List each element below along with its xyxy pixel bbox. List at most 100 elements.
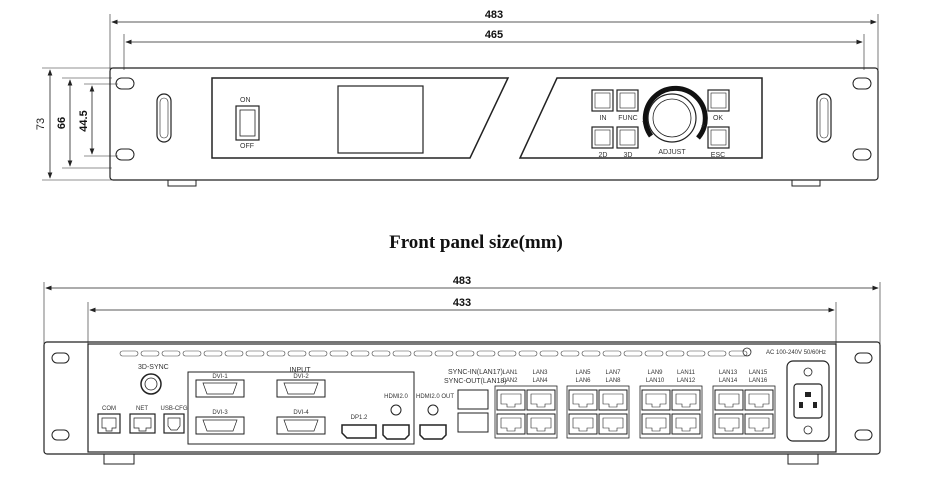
switch-on-label: ON [240,97,251,104]
vent-slot [560,350,580,357]
lan-port[interactable] [671,413,701,435]
dvi-4-port[interactable] [276,416,326,435]
dim-73: 73 [35,118,47,130]
lan-port-socket [572,393,594,408]
rear-foot-right [787,454,819,465]
esc-button[interactable] [707,126,730,149]
rear-chassis [43,341,881,455]
lan-group-frame [566,385,630,439]
sync-in-port[interactable] [457,389,489,410]
lan-port-socket [530,417,552,432]
handle-left [156,93,172,143]
usb-cfg-port[interactable] [163,413,185,434]
vent-slot [665,350,685,357]
3d-sync-connector[interactable] [140,373,162,395]
vent-slot [518,350,538,357]
vent-slot [371,350,391,357]
adjust-knob-arc [642,85,708,140]
3d-sync-label: 3D-SYNC [138,364,169,371]
com-port[interactable] [97,413,121,434]
net-port[interactable] [129,413,156,434]
front-panel-view [42,14,879,187]
handle-right-inner [819,97,829,139]
vent-slot [728,350,748,357]
rear-panel-view [43,282,881,465]
lcd-screen [337,85,424,154]
vent-slot [476,350,496,357]
lan-port[interactable] [526,413,556,435]
front-foot-right [791,180,821,187]
lan-group-frame [712,385,776,439]
lan-port[interactable] [744,413,774,435]
func-button-label: FUNC [618,115,637,122]
ac-power-inlet[interactable] [786,360,830,442]
lan-port[interactable] [496,413,526,435]
lan-port[interactable] [496,389,526,411]
lan-ports [494,385,776,439]
lan-port[interactable] [641,389,671,411]
dp-1-2-port[interactable] [341,424,377,439]
lan-label-bottom: LAN10 [646,378,665,384]
power-switch[interactable] [235,105,260,141]
vent-slots [119,350,748,357]
sync-in-label: SYNC-IN(LAN17) [448,369,503,376]
lan-port[interactable] [714,413,744,435]
lan-label-bottom: LAN2 [502,378,518,384]
dvi-3-port[interactable] [195,416,245,435]
lan-port[interactable] [526,389,556,411]
hdmi-in-audio-jack[interactable] [390,404,402,416]
lan-label-top: LAN5 [575,370,591,376]
in-button[interactable] [591,89,614,112]
rear-ear-hole-bl [51,429,70,441]
vent-slot [455,350,475,357]
switch-off-label: OFF [240,143,254,150]
lan-port[interactable] [598,389,628,411]
dvi-3-label: DVI-3 [212,410,228,416]
vent-slot [119,350,139,357]
vent-slot [350,350,370,357]
rear-inner-panel [87,343,837,453]
3d-button-label: 3D [624,152,633,159]
lan-port[interactable] [641,413,671,435]
sync-out-port[interactable] [457,412,489,433]
rear-ear-hole-tl [51,352,70,364]
dvi-1-port[interactable] [195,379,245,398]
ear-hole-tr [852,77,872,90]
hdmi-out-audio-jack[interactable] [427,404,439,416]
3d-button[interactable] [616,126,639,149]
dvi-2-port[interactable] [276,379,326,398]
lan-label-top: LAN3 [532,370,548,376]
lan-port[interactable] [568,413,598,435]
in-button-label: IN [600,115,607,122]
lan-port-socket [572,417,594,432]
handle-left-inner [159,97,169,139]
lan-group-frame [639,385,703,439]
sync-out-label: SYNC-OUT(LAN18) [444,378,507,385]
dvi-2-label: DVI-2 [293,374,309,380]
lan-port[interactable] [598,413,628,435]
hdmi-2-0-port[interactable] [382,424,410,440]
lan-port[interactable] [744,389,774,411]
lan-port-socket [602,393,624,408]
input-label: INPUT [290,367,312,374]
adjust-knob[interactable] [647,93,697,143]
lan-port[interactable] [568,389,598,411]
lan-port[interactable] [714,389,744,411]
lan-port[interactable] [671,389,701,411]
hdmi-2-0-out-port[interactable] [419,424,447,440]
rear-ear-hole-br [854,429,873,441]
2d-button[interactable] [591,126,614,149]
ok-button[interactable] [707,89,730,112]
lan-port-socket [718,417,740,432]
func-button[interactable] [616,89,639,112]
front-panel-right-bezel [518,77,763,159]
adjust-minus-label: - [642,119,645,126]
adjust-label: ADJUST [658,149,686,156]
dp-label: DP1.2 [351,415,368,421]
vent-slot [224,350,244,357]
vent-slot [497,350,517,357]
ok-button-label: OK [713,115,723,122]
ground-symbol-icon [742,347,752,357]
ear-hole-tl [115,77,135,90]
